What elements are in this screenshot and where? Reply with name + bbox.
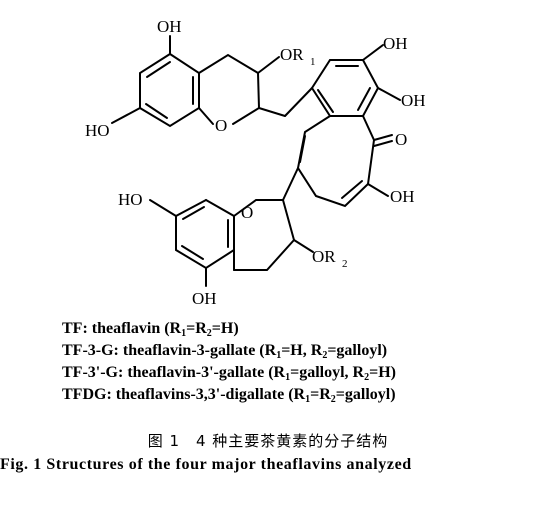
- legend-sub: 1: [285, 372, 291, 383]
- label-o-ketone: O: [395, 130, 407, 149]
- benzo-ring: [310, 59, 380, 117]
- legend-sub: 2: [322, 350, 328, 361]
- legend-text: =galloyl, R: [290, 364, 365, 381]
- tropolone-ring: [296, 115, 376, 208]
- lower-a-ring: [175, 198, 235, 270]
- legend-line-tf3pg: TF-3'-G: theaflavin-3'-gallate (R1=gallo…: [62, 362, 532, 384]
- label-oh-top: OH: [157, 17, 182, 36]
- legend-text: =galloyl): [327, 342, 388, 359]
- lower-c-ring: [233, 199, 284, 217]
- theaflavin-structure-diagram: OH OR 1 OH OH HO O O OH HO O OR 2 OH: [85, 17, 426, 308]
- figure-caption-chinese: 图 1 4 种主要茶黄素的分子结构: [147, 432, 389, 450]
- label-oh-tropolone: OH: [390, 187, 415, 206]
- legend-text: =H, R: [281, 342, 323, 359]
- label-o-ring-top: O: [215, 116, 227, 135]
- legend-text: TFDG: theaflavins-3,3'-digallate (R: [62, 386, 306, 403]
- upper-c-ring: [198, 53, 261, 125]
- label-oh-upper-right: OH: [383, 34, 408, 53]
- legend-text: TF-3'-G: theaflavin-3'-gallate (R: [62, 364, 286, 381]
- legend-text: =galloyl): [335, 386, 396, 403]
- label-or1: OR 1: [280, 45, 316, 68]
- legend-sub: 2: [364, 372, 370, 383]
- label-or1-sub: 1: [310, 56, 316, 68]
- label-oh-right: OH: [401, 91, 426, 110]
- legend-text: =R: [186, 320, 207, 337]
- legend-line-tf3g: TF-3-G: theaflavin-3-gallate (R1=H, R2=g…: [62, 340, 532, 362]
- legend-sub: 2: [206, 328, 212, 339]
- label-o-ring-bottom: O: [241, 203, 253, 222]
- label-oh-bottom: OH: [192, 289, 217, 308]
- legend-text: TF-3-G: theaflavin-3-gallate (R: [62, 342, 277, 359]
- legend-line-tf: TF: theaflavin (R1=R2=H): [62, 318, 532, 340]
- label-or2-text: OR: [312, 247, 336, 266]
- label-ho-left: HO: [85, 121, 110, 140]
- legend-text: =H): [211, 320, 239, 337]
- label-ho-lower: HO: [118, 190, 143, 209]
- legend-sub: 2: [330, 394, 336, 405]
- label-or2: OR 2: [312, 247, 348, 270]
- upper-a-ring: [139, 52, 200, 128]
- legend-line-tfdg: TFDG: theaflavins-3,3'-digallate (R1=R2=…: [62, 384, 532, 406]
- legend-text: =R: [310, 386, 331, 403]
- label-or1-text: OR: [280, 45, 304, 64]
- figure-caption-english: Fig. 1 Structures of the four major thea…: [0, 456, 412, 473]
- compound-legend: TF: theaflavin (R1=R2=H) TF-3-G: theafla…: [62, 318, 532, 406]
- legend-text: TF: theaflavin (R: [62, 320, 182, 337]
- legend-sub: 1: [181, 328, 187, 339]
- label-or2-sub: 2: [342, 258, 348, 270]
- legend-sub: 1: [305, 394, 311, 405]
- legend-sub: 1: [276, 350, 282, 361]
- legend-text: =H): [369, 364, 396, 381]
